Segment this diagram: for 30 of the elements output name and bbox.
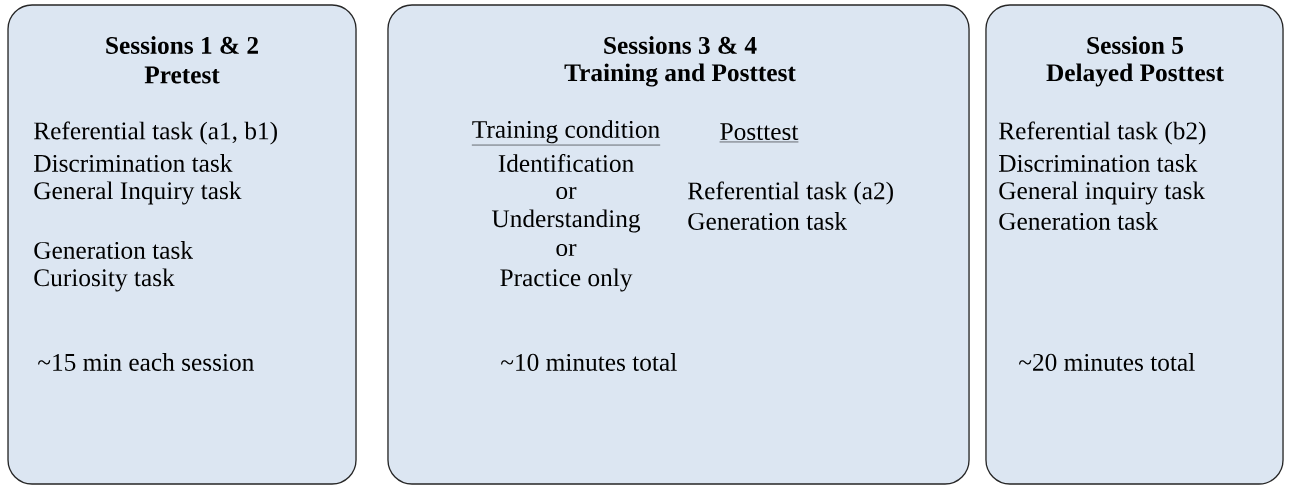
duration-text: ~20 minutes total bbox=[1019, 353, 1195, 371]
task-text: or bbox=[556, 243, 577, 257]
panel-heading: Delayed Posttest bbox=[1046, 63, 1224, 87]
task-text: Generation task bbox=[999, 212, 1158, 230]
duration-text: ~10 minutes total bbox=[501, 353, 677, 371]
task-text: Referential task (a1, b1) bbox=[34, 121, 277, 145]
session-panel bbox=[387, 4, 970, 485]
column-heading: Training condition bbox=[471, 120, 661, 146]
session-panel bbox=[985, 4, 1284, 485]
panel-heading: Sessions 3 & 4 bbox=[604, 36, 757, 54]
task-text: or bbox=[556, 186, 577, 200]
panel-heading: Training and Posttest bbox=[564, 63, 796, 87]
task-text: Practice only bbox=[500, 268, 633, 292]
task-text: Identification bbox=[498, 153, 634, 173]
panel-heading: Pretest bbox=[144, 66, 220, 84]
task-text: Understanding bbox=[491, 209, 641, 233]
task-text: Referential task (b2) bbox=[999, 121, 1206, 145]
task-text: Referential task (a2) bbox=[688, 181, 893, 205]
task-text: Discrimination task bbox=[999, 154, 1198, 172]
session-panel bbox=[7, 4, 357, 485]
column-heading: Posttest bbox=[719, 123, 799, 143]
duration-text: ~15 min each session bbox=[38, 353, 254, 371]
task-text: General Inquiry task bbox=[34, 181, 242, 205]
task-text: Discrimination task bbox=[34, 154, 233, 172]
task-text: General inquiry task bbox=[999, 181, 1206, 205]
task-text: Curiosity task bbox=[34, 268, 175, 292]
panel-heading: Sessions 1 & 2 bbox=[106, 36, 258, 54]
panel-heading: Session 5 bbox=[1087, 36, 1183, 54]
task-text: Generation task bbox=[688, 212, 847, 230]
task-text: Generation task bbox=[34, 241, 193, 259]
